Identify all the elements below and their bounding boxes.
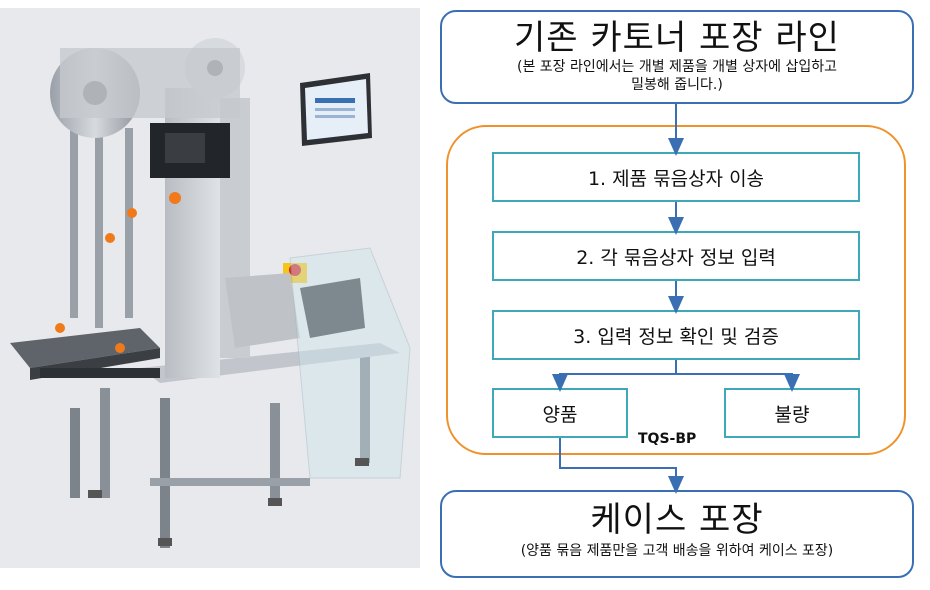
- group-tag: TQS-BP: [638, 431, 697, 447]
- step-3-label: 3. 입력 정보 확인 및 검증: [573, 325, 779, 348]
- bottom-box-subtitle: (양품 묶음 제품만을 고객 배송을 위하여 케이스 포장): [520, 543, 834, 559]
- flow-arrows: [552, 104, 800, 494]
- bottom-box-title: 케이스 포장: [590, 500, 764, 540]
- existing-cartoner-line-box: 기존 카토너 포장 라인 (본 포장 라인에서는 개별 제품을 개별 상자에 삽…: [440, 10, 914, 104]
- good-product-label: 양품: [542, 403, 578, 426]
- top-box-title: 기존 카토너 포장 라인: [514, 18, 840, 58]
- step-1-label: 1. 제품 묶음상자 이송: [587, 167, 765, 190]
- case-packing-box: 케이스 포장 (양품 묶음 제품만을 고객 배송을 위하여 케이스 포장): [440, 490, 914, 578]
- flow-diagram: TQS-BP 기존 카토너 포장 라인 (본 포장 라인에서는 개별 제품을 개…: [430, 0, 930, 590]
- step-1-box: 1. 제품 묶음상자 이송: [492, 152, 860, 202]
- arrow-step3-to-good: [552, 360, 677, 392]
- top-box-subtitle-1: (본 포장 라인에서는 개별 제품을 개별 상자에 삽입하고: [517, 59, 837, 75]
- arrow-good-to-case: [559, 438, 684, 494]
- arrow-step3-to-defect: [676, 373, 800, 392]
- good-product-box: 양품: [492, 388, 628, 438]
- top-box-subtitle-2: 밀봉해 줍니다.): [631, 77, 723, 93]
- labeling-machine-image: [10, 38, 411, 548]
- step-2-label: 2. 각 묶음상자 정보 입력: [576, 246, 776, 269]
- machine-photo: [0, 8, 420, 568]
- defect-product-label: 불량: [774, 403, 810, 426]
- step-2-box: 2. 각 묶음상자 정보 입력: [492, 231, 860, 281]
